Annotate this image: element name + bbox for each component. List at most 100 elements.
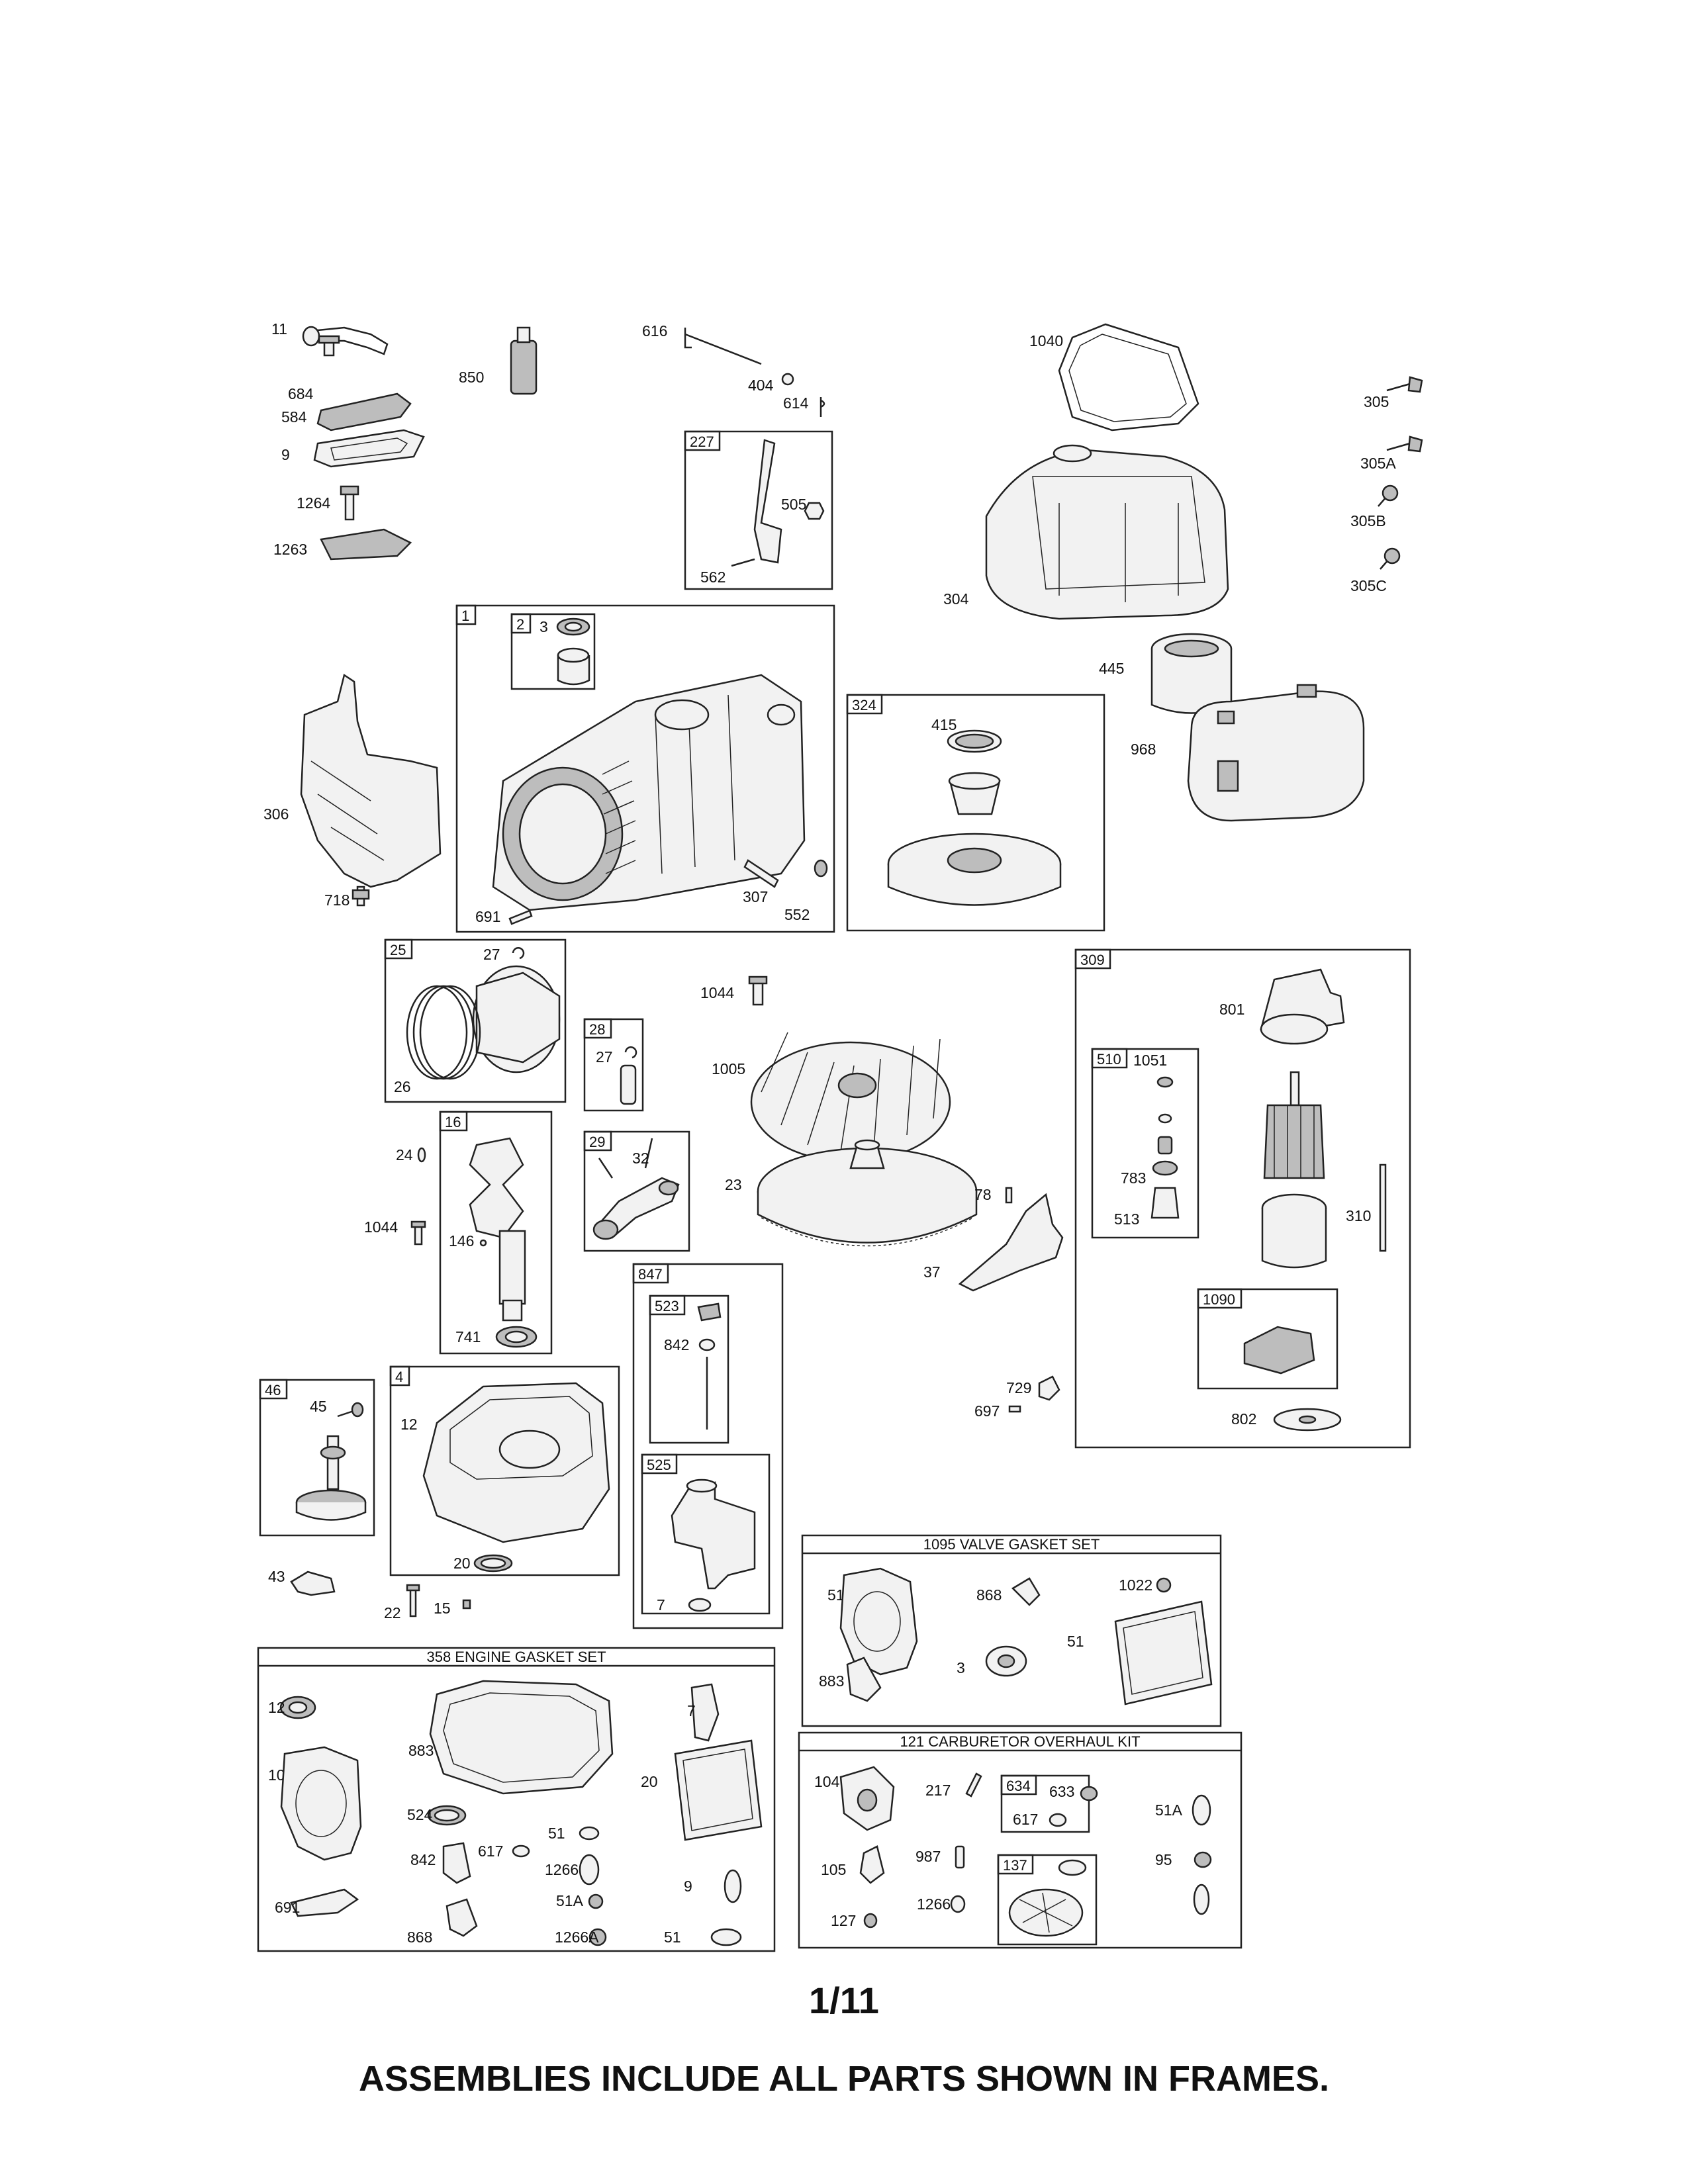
frame-label-46: 46: [265, 1382, 281, 1398]
part-group-baffle: 78 37: [923, 1186, 1064, 1292]
part-label-26: 26: [394, 1078, 411, 1095]
part-label-23: 23: [725, 1176, 742, 1193]
part-label-78: 78: [974, 1186, 992, 1203]
part-label-445: 445: [1099, 660, 1124, 677]
frame-29: 29 32: [583, 1130, 690, 1252]
part-label-305A: 305A: [1360, 455, 1396, 472]
part-label-868: 1022: [1119, 1576, 1152, 1594]
frame-46: 46 45: [259, 1379, 375, 1537]
part-label-729: 729: [1006, 1379, 1031, 1396]
part-label-584: 584: [281, 408, 307, 426]
frame-1: 1 2 3 307 552 691: [455, 604, 835, 933]
part-label-51Ab: 868: [407, 1929, 432, 1946]
frame-847: 847 523 842 525 7: [632, 1263, 784, 1629]
part-label-691: 552: [784, 906, 810, 923]
part-label-310: 310: [1346, 1207, 1371, 1224]
part-label-883b: 7: [687, 1702, 696, 1719]
kit-carburetor-overhaul-kit: 121 CARBURETOR OVERHAUL KIT 104 217 634 …: [798, 1731, 1243, 1949]
part-label-12: 12: [400, 1416, 418, 1433]
frame-label-1: 1: [461, 608, 469, 624]
part-label-305C: 305C: [1350, 577, 1387, 594]
frame-label-847: 847: [638, 1266, 663, 1283]
part-label-1266A: 51: [664, 1929, 681, 1946]
part-label-850: 850: [459, 369, 484, 386]
part-label-306: 306: [263, 805, 289, 823]
part-label-505: 505: [781, 496, 806, 513]
part-group-governor-lever: 616 404 614: [642, 322, 825, 417]
part-label-801: 801: [1219, 1001, 1244, 1018]
part-label-37: 37: [923, 1263, 941, 1281]
part-label-27: 27: [483, 946, 500, 963]
part-label-697: 697: [974, 1402, 1000, 1420]
frame-label-29: 29: [589, 1134, 605, 1150]
part-label-20: 20: [453, 1555, 471, 1572]
part-label-11: 11: [271, 320, 287, 338]
part-label-51c: 104: [814, 1773, 840, 1790]
part-label-614: 614: [783, 394, 809, 412]
part-label-24: 24: [396, 1146, 413, 1163]
part-label-883: 3: [957, 1659, 965, 1676]
part-label-802: 802: [1231, 1410, 1256, 1428]
part-label-404: 404: [748, 377, 774, 394]
frame-324: 324 415: [846, 694, 1105, 932]
part-label-51A: 868: [976, 1586, 1002, 1604]
part-label-868b: 1266A: [555, 1929, 599, 1946]
part-label-127: 1266: [917, 1895, 951, 1913]
frame-309: 309 801 510 1051 783 513 310 1090 802: [1074, 948, 1411, 1449]
frame-label-510: 510: [1097, 1051, 1121, 1068]
part-label-32: 32: [632, 1150, 649, 1167]
part-label-987: 95: [1155, 1851, 1172, 1868]
part-label-27b: 27: [596, 1048, 613, 1066]
part-label-43: 43: [268, 1568, 285, 1585]
frame-25: 25 27 26: [384, 938, 567, 1103]
frame-label-525: 525: [647, 1457, 671, 1473]
part-label-51b: 842: [410, 1851, 436, 1868]
part-label-1266: 9: [684, 1878, 692, 1895]
part-group-sealant: 850: [459, 326, 538, 395]
part-label-524b: 51: [548, 1825, 565, 1842]
kit-title-carburetor-overhaul-kit: 121 CARBURETOR OVERHAUL KIT: [900, 1733, 1140, 1750]
part-group-729-697: 729 697: [974, 1375, 1060, 1420]
part-label-617: 1266: [545, 1861, 579, 1878]
part-group-air-guide: 306 718: [263, 673, 442, 909]
part-group-flywheel: 1044 1005 23: [700, 976, 978, 1247]
frame-28: 28 27: [583, 1018, 644, 1112]
part-label-633: 617: [1013, 1811, 1038, 1828]
frame-label-523: 523: [655, 1298, 679, 1314]
part-label-305: 305: [1364, 393, 1389, 410]
part-label-9: 9: [281, 446, 290, 463]
part-label-1022b: 20: [641, 1773, 658, 1790]
part-label-304: 304: [943, 590, 969, 608]
part-group-43: 43 22 15: [268, 1568, 471, 1621]
part-label-616: 616: [642, 322, 667, 340]
part-label-552: 307: [743, 888, 768, 905]
part-label-20b: 524: [407, 1806, 433, 1823]
part-label-1022: 51: [1067, 1633, 1084, 1650]
part-label-305B: 305B: [1350, 512, 1386, 529]
part-label-1263: 1263: [273, 541, 307, 558]
part-label-684: 684: [288, 385, 314, 402]
frame-label-227: 227: [690, 433, 714, 450]
part-label-968: 968: [1131, 741, 1156, 758]
part-label-104: 217: [925, 1782, 951, 1799]
frame-label-28: 28: [589, 1021, 605, 1038]
part-label-691b: 51A: [556, 1892, 584, 1909]
part-label-12b: 883: [408, 1742, 434, 1759]
part-label-307: 718: [324, 891, 350, 909]
part-label-741: 741: [455, 1328, 481, 1345]
part-label-51: 883: [819, 1672, 844, 1690]
part-label-15: 15: [434, 1600, 451, 1617]
part-label-1044b: 1044: [364, 1218, 398, 1236]
part-label-513: 513: [1114, 1210, 1139, 1228]
frame-label-25: 25: [390, 942, 406, 958]
part-group-blower-housing: 1040 304 305 305A 305B 305C 445 968: [943, 323, 1423, 822]
part-label-842b: 617: [478, 1843, 503, 1860]
part-label-1264: 1264: [297, 494, 330, 512]
frame-label-4: 4: [395, 1369, 403, 1385]
frame-label-634: 634: [1006, 1778, 1031, 1794]
part-label-3b: 12: [268, 1699, 285, 1716]
part-label-217: 633: [1049, 1783, 1074, 1800]
part-label-1040: 1040: [1029, 332, 1063, 349]
part-label-146: 146: [449, 1232, 474, 1250]
part-label-1051: 1051: [1133, 1052, 1167, 1069]
